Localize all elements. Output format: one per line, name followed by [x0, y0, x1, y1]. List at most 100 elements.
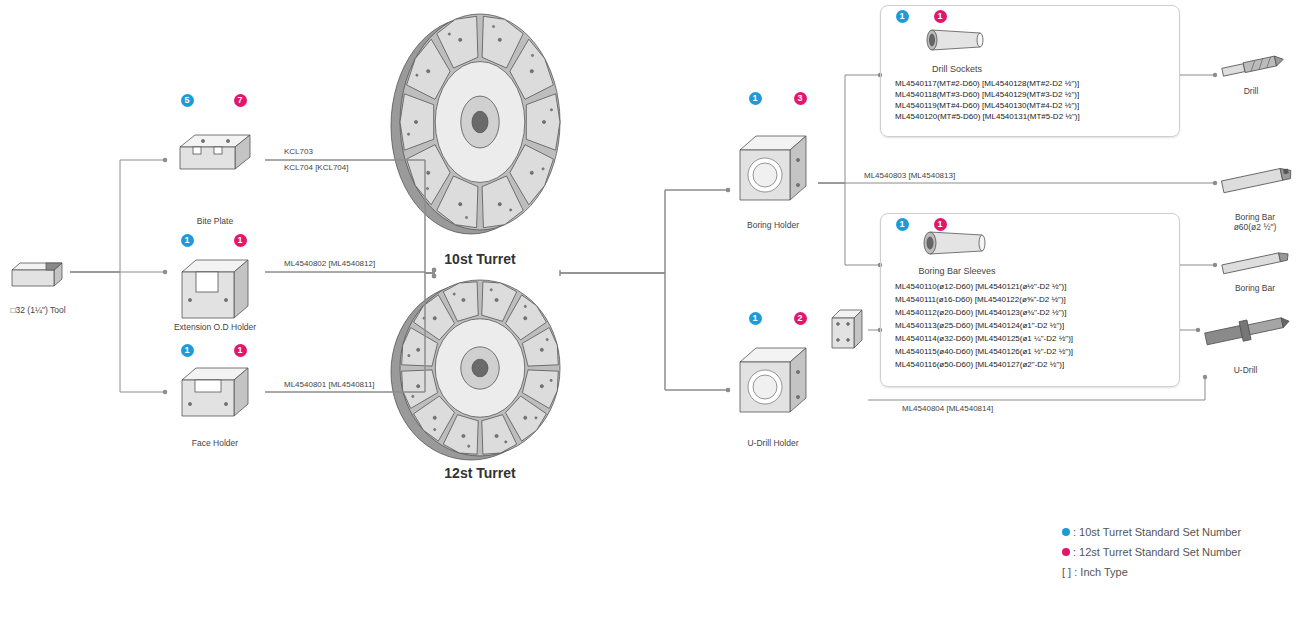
legend-text: [ ] : Inch Type [1062, 566, 1128, 578]
part-number: ML4540120(MT#5-D60) [ML4540131(MT#5-D2 ½… [895, 111, 1080, 122]
connector-end-dot [1203, 375, 1207, 379]
callout-number: 1 [896, 10, 909, 23]
turret-bore [472, 359, 488, 377]
connector [265, 273, 434, 392]
part-number: ML4540114(ø32-D60) [ML4540125(ø1 ¼"-D2 ½… [895, 332, 1073, 345]
callout-number: 1 [896, 218, 909, 231]
part-number: ML4540117(MT#2-D60) [ML4540128(MT#2-D2 ½… [895, 78, 1079, 89]
part-number: ML4540111(ø16-D60) [ML4540122(ø⅝"-D2 ½")… [895, 293, 1066, 306]
boring-bar-60-insert [1284, 169, 1289, 174]
u-drill-tip [1281, 316, 1290, 327]
face-holder-hole [188, 402, 191, 405]
tool-shank [12, 263, 62, 270]
face-holder-hole [224, 402, 227, 405]
node-label: 12st Turret [444, 465, 515, 482]
turret-block [400, 94, 434, 150]
extension-holder-hole [188, 298, 191, 301]
boring-sleeve-end [979, 235, 985, 251]
drill-drawing [1222, 54, 1285, 77]
tool-node: □32 (1¼") Tool [6, 255, 70, 317]
turret-hole [550, 379, 552, 381]
legend-text: : 10st Turret Standard Set Number [1073, 526, 1241, 538]
boring-bar-60-drawing [1221, 166, 1292, 192]
connector [818, 183, 880, 265]
callout-number: 1 [749, 92, 762, 105]
connector-end-dot [432, 274, 436, 278]
turret-hole [462, 298, 465, 301]
drill-body [1243, 56, 1276, 72]
drill-tip [1274, 54, 1284, 65]
connector [1180, 75, 1215, 76]
connector-end-dot [163, 270, 167, 274]
node-label: Boring Bar ø60(ø2 ½") [1227, 212, 1283, 232]
turret-drawing [391, 280, 560, 460]
tool-insert [46, 263, 62, 270]
drill-socket-bore [930, 34, 935, 46]
turret-hole [459, 38, 462, 41]
connector [868, 377, 1205, 400]
turret-hole [495, 434, 498, 437]
holder-node: Bite Plate [165, 118, 265, 228]
u-drill-holder-hole [796, 395, 799, 398]
holder-node: Boring Holder [728, 108, 818, 232]
turret-hole [414, 120, 417, 123]
turret-node: 12st Turret [390, 276, 570, 484]
bite-plate-hole [201, 139, 204, 142]
turret-hub [461, 347, 499, 389]
turret-hole [459, 203, 462, 206]
connector [70, 160, 165, 272]
connector-end-dot [726, 188, 730, 192]
boring-holder-bore [753, 163, 777, 187]
turret-hole [498, 203, 501, 206]
part-number: ML4540113(ø25-D60) [ML4540124(ø1"-D2 ½")… [895, 319, 1064, 332]
bite-plate-block [235, 135, 250, 169]
turret-face [400, 14, 560, 230]
connector [265, 160, 434, 273]
connector-end-dot [432, 274, 436, 278]
u-drill-plate-hole [837, 323, 840, 326]
u-drill-shank [1205, 326, 1243, 345]
turret-hole [408, 355, 410, 357]
face-holder-block [234, 368, 248, 416]
tool-drawing [12, 263, 62, 286]
turret-bore [472, 111, 488, 133]
boring-holder-block [740, 150, 790, 200]
boring-sleeve-bore [927, 237, 933, 249]
turret-hole [448, 33, 450, 35]
node-label: Drill [1244, 86, 1259, 96]
callout-number: 1 [934, 10, 947, 23]
callout-number: 1 [749, 312, 762, 325]
boring-bar-drawing [1222, 251, 1289, 274]
turret-hole [416, 74, 418, 76]
legend-row: [ ] : Inch Type [1062, 562, 1241, 582]
connector [818, 183, 1215, 184]
connector-end-dot [432, 274, 436, 278]
turret-disc [435, 319, 525, 418]
callout-number: 3 [794, 92, 807, 105]
boring-bar-body [1222, 253, 1281, 274]
connector-end-dot [726, 388, 730, 392]
u-drill-plate-hole [847, 323, 850, 326]
node-label: Extension O.D Holder [174, 322, 256, 332]
turret-hole [495, 298, 498, 301]
connector-end-dot [163, 158, 167, 162]
tool-node: Boring Bar ø60(ø2 ½") [1215, 160, 1295, 234]
turret-hole [407, 133, 409, 135]
boring-holder-bore [748, 158, 782, 192]
drill-socket-end [927, 30, 937, 50]
turret-block [443, 282, 478, 322]
callout-number: 1 [181, 234, 194, 247]
connector [1180, 265, 1215, 266]
node-label: Bite Plate [197, 216, 233, 226]
drill-shank [1222, 64, 1245, 76]
boring-sleeve-body [930, 232, 982, 254]
legend-swatch [1062, 528, 1070, 536]
legend-row: : 12st Turret Standard Set Number [1062, 542, 1241, 562]
turret-hole [465, 216, 467, 218]
node-label: □32 (1¼") Tool [10, 305, 65, 315]
turret-hole [505, 441, 507, 443]
u-drill-holder-hole [796, 370, 799, 373]
part-code: KCL703 [282, 147, 315, 157]
turret-hole [453, 293, 455, 295]
